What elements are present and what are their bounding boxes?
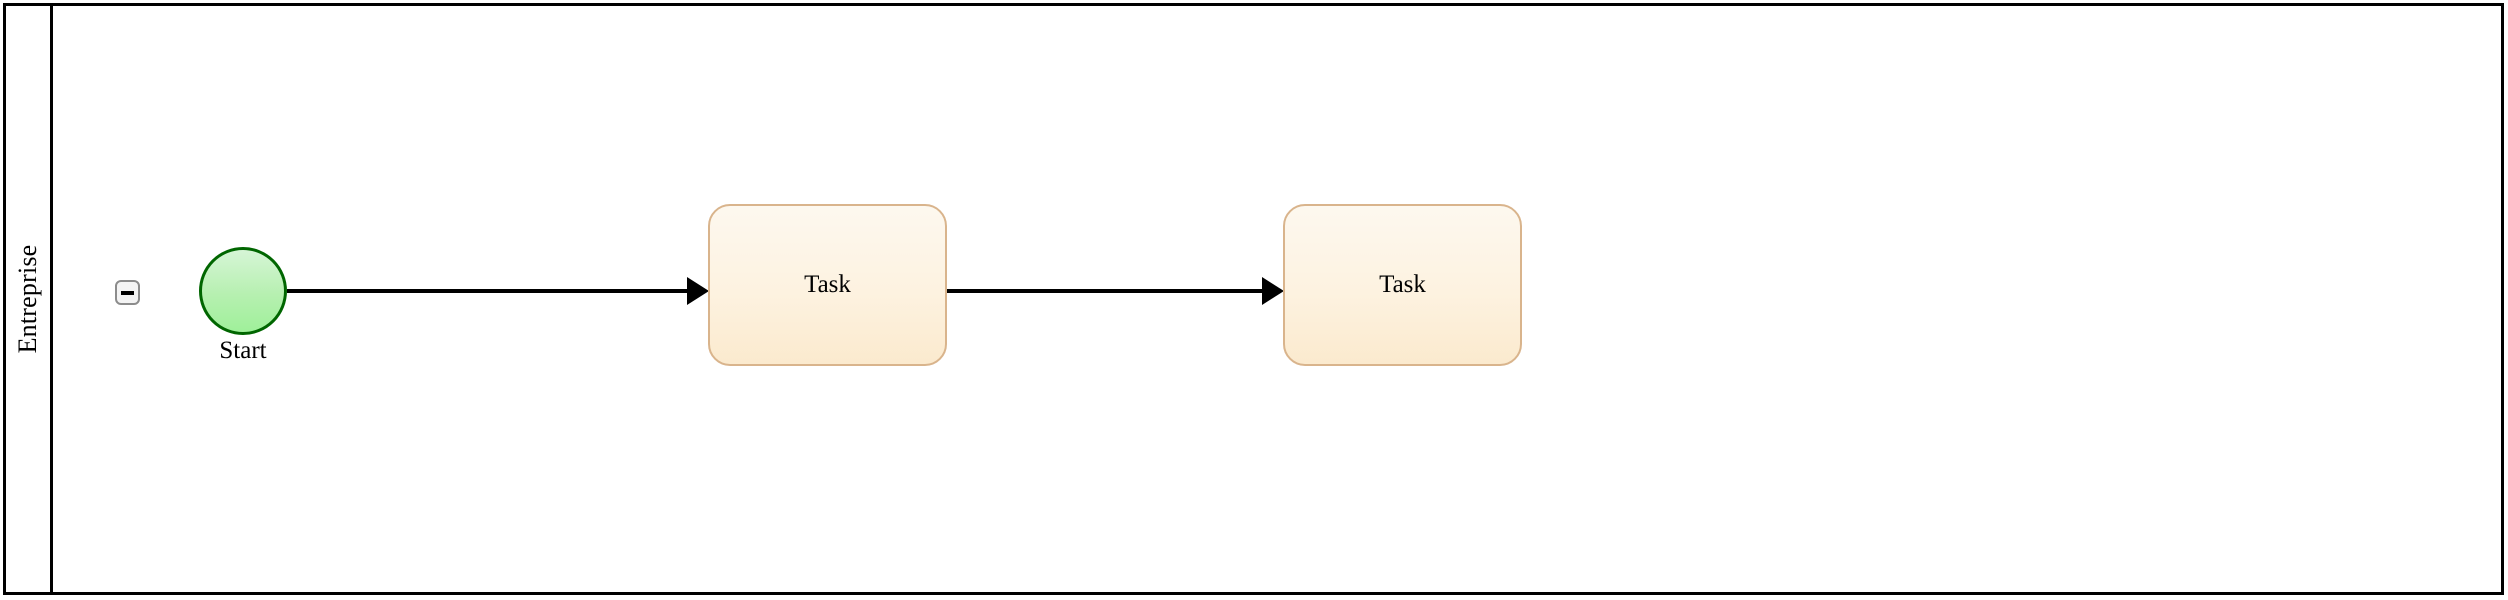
pool-name-label: Entreprise: [13, 244, 42, 354]
pool-collapse-button[interactable]: [115, 280, 140, 305]
pool-header-band[interactable]: Entreprise: [6, 6, 53, 592]
arrowhead-icon-flow2: [1262, 277, 1284, 305]
lane-body: Start Task Task: [53, 6, 2501, 592]
start-event-label: Start: [219, 337, 267, 364]
start-event-node[interactable]: [199, 247, 287, 335]
task-node-2[interactable]: Task: [1283, 204, 1522, 366]
arrowhead-icon-flow1: [687, 277, 709, 305]
task-label-1: Task: [804, 271, 851, 298]
minus-icon: [121, 290, 134, 295]
sequence-flow-task1-to-task2[interactable]: [947, 289, 1265, 293]
task-label-2: Task: [1379, 271, 1426, 298]
pool-entreprise[interactable]: Entreprise Start Task Task: [3, 3, 2504, 595]
task-node-1[interactable]: Task: [708, 204, 947, 366]
sequence-flow-start-to-task1[interactable]: [287, 289, 690, 293]
